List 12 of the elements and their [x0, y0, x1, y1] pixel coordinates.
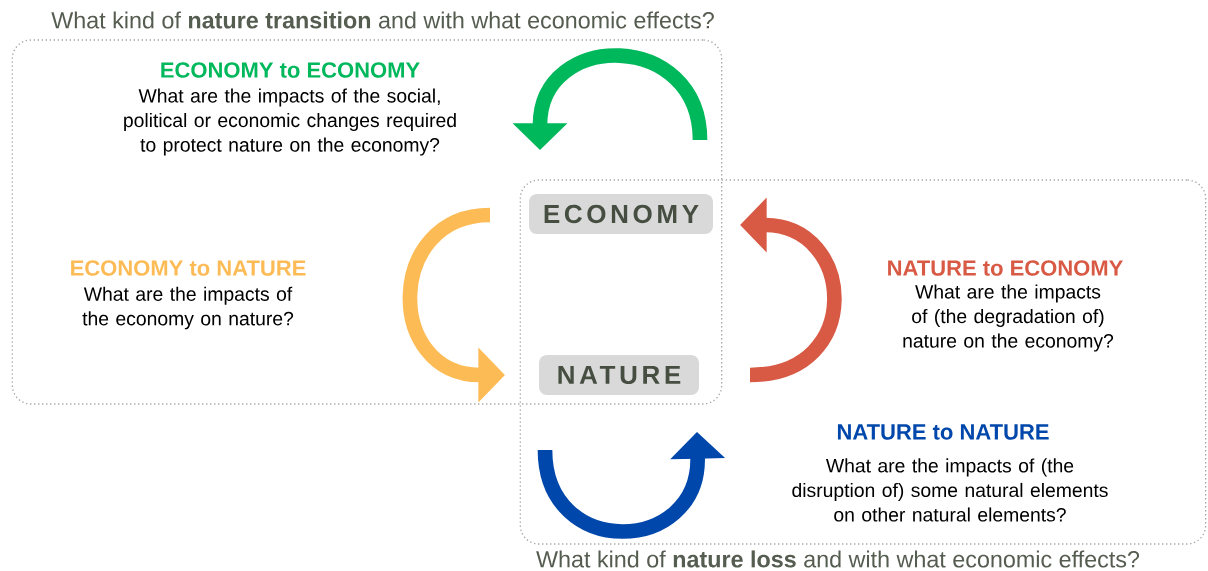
- question-text: What are the impacts of the social, political or economic changes required to protect nature on the economy?: [124, 88, 456, 156]
- label-pill: NATURE: [539, 355, 699, 395]
- heading: What kind of nature transition and with what economic effects?: [51, 11, 714, 29]
- section-heading: NATURE to NATURE: [837, 424, 1049, 440]
- section-heading: NATURE to ECONOMY: [888, 260, 1123, 276]
- section-heading: ECONOMY to ECONOMY: [161, 62, 420, 78]
- question-text: What are the impacts of the economy on nature?: [82, 286, 294, 330]
- label-pill: ECONOMY: [529, 194, 713, 234]
- section-heading: ECONOMY to NATURE: [71, 260, 306, 276]
- question-text: What are the impacts of (the disruption of) some natural elements on other natural elements?: [792, 458, 1108, 522]
- heading: What kind of nature loss and with what economic effects?: [536, 550, 1140, 568]
- question-text: What are the impacts of (the degradation of) nature on the economy?: [903, 284, 1114, 352]
